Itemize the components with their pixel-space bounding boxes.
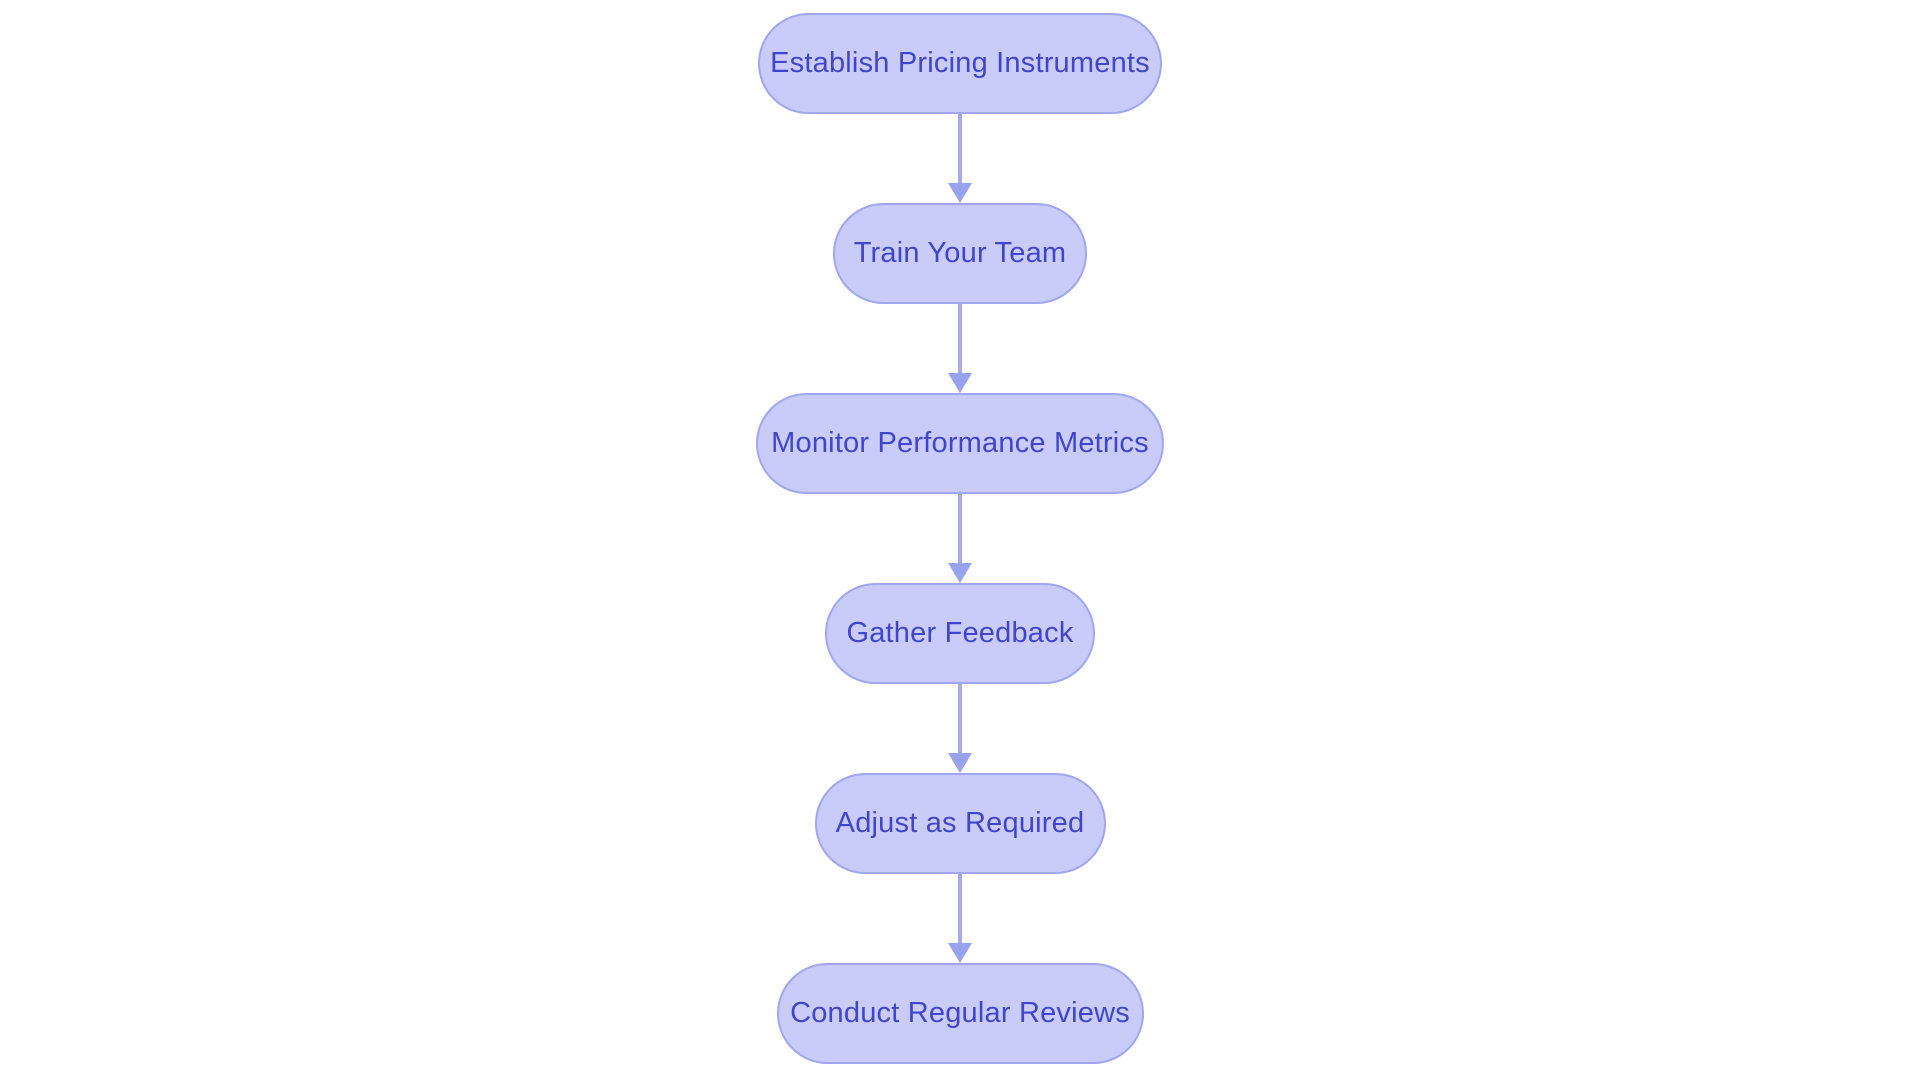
arrow-line [958, 684, 962, 753]
arrowhead-down-icon [948, 563, 972, 583]
flow-node-conduct-regular-reviews: Conduct Regular Reviews [776, 963, 1144, 1064]
flow-arrow-2-3 [947, 304, 973, 393]
flow-arrow-5-6 [947, 874, 973, 963]
node-label: Gather Feedback [846, 617, 1074, 649]
flow-node-gather-feedback: Gather Feedback [825, 583, 1095, 684]
flow-arrow-3-4 [947, 494, 973, 583]
arrow-line [958, 494, 962, 563]
node-label: Monitor Performance Metrics [771, 427, 1149, 459]
arrowhead-down-icon [948, 943, 972, 963]
flow-node-adjust-as-required: Adjust as Required [814, 773, 1106, 874]
arrowhead-down-icon [948, 183, 972, 203]
arrowhead-down-icon [948, 753, 972, 773]
arrow-line [958, 304, 962, 373]
arrow-line [958, 114, 962, 183]
node-label: Establish Pricing Instruments [770, 47, 1150, 79]
node-label: Conduct Regular Reviews [790, 997, 1130, 1029]
flow-node-monitor-performance-metrics: Monitor Performance Metrics [756, 393, 1164, 494]
arrow-line [958, 874, 962, 943]
flowchart-column: Establish Pricing Instruments Train Your… [756, 13, 1164, 1064]
node-label: Adjust as Required [835, 807, 1085, 839]
node-label: Train Your Team [853, 237, 1067, 269]
flow-node-establish-pricing-instruments: Establish Pricing Instruments [758, 13, 1162, 114]
flow-node-train-your-team: Train Your Team [833, 203, 1087, 304]
arrowhead-down-icon [948, 373, 972, 393]
flow-arrow-4-5 [947, 684, 973, 773]
flow-arrow-1-2 [947, 114, 973, 203]
